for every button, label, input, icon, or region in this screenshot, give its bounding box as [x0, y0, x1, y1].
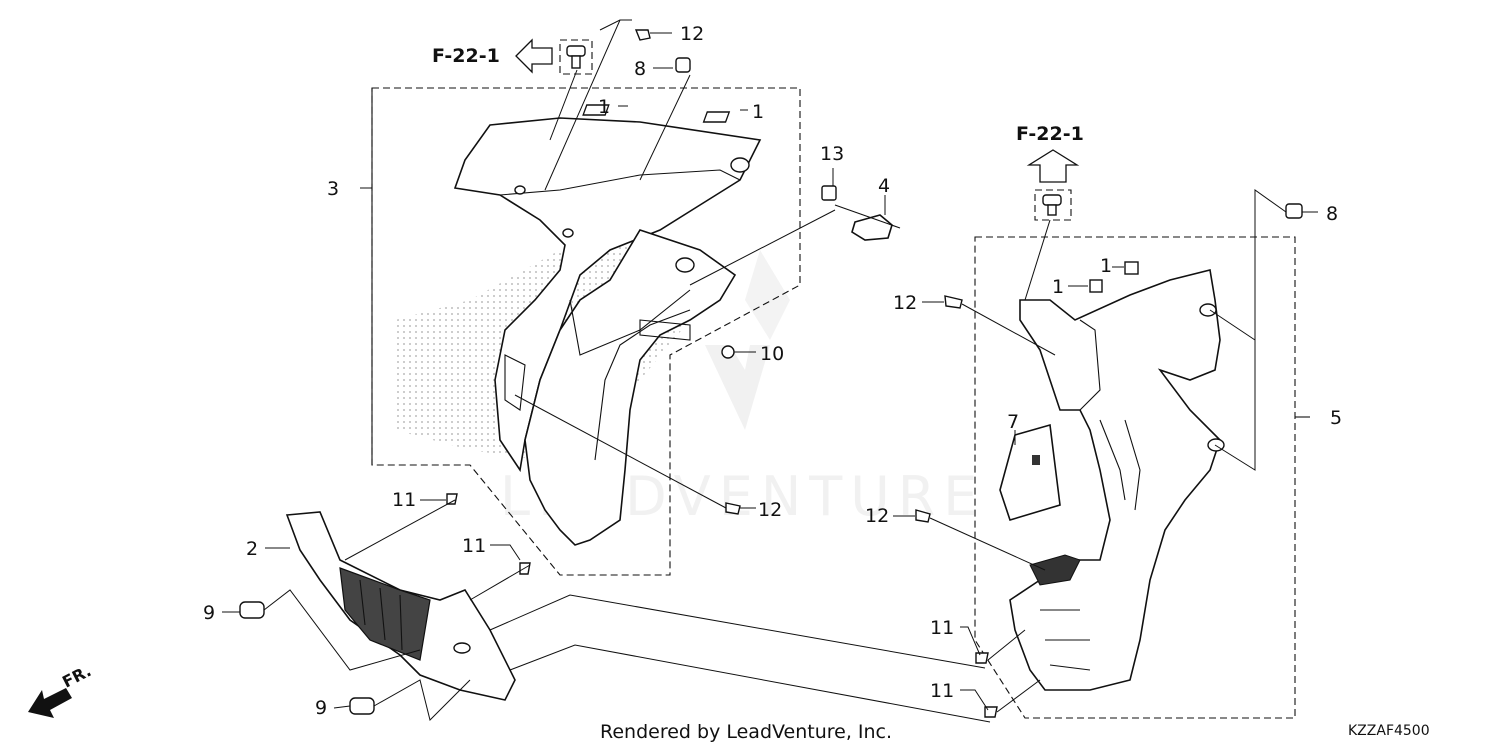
clip-11-a[interactable] — [446, 493, 458, 505]
label-1-right — [1089, 279, 1103, 293]
callout-7: 7 — [1007, 411, 1019, 433]
label-1-right-top — [1124, 261, 1139, 275]
arrow-up-icon — [1026, 149, 1080, 183]
callout-11-c: 11 — [930, 617, 954, 639]
bolt-9-top[interactable] — [239, 601, 265, 619]
bracket-3 — [360, 88, 373, 465]
callout-8-left: 8 — [634, 58, 646, 80]
callout-3: 3 — [327, 178, 339, 200]
callout-8-right: 8 — [1326, 203, 1338, 225]
diagram-code: KZZAF4500 — [1348, 723, 1430, 739]
callout-10: 10 — [760, 343, 784, 365]
ref-left[interactable]: F-22-1 — [432, 38, 553, 74]
screw-12-mid[interactable] — [725, 502, 741, 515]
ref-right[interactable]: F-22-1 — [1016, 123, 1084, 183]
lower-cover-front[interactable] — [285, 511, 516, 701]
clip-box-left — [559, 39, 593, 75]
callout-12-mid: 12 — [758, 499, 782, 521]
callout-11-b: 11 — [462, 535, 486, 557]
nut-10[interactable] — [721, 345, 735, 359]
callouts: 12 8 1 1 3 13 4 10 11 12 11 2 9 9 8 1 1 … — [203, 23, 1342, 719]
arrow-left-icon — [515, 38, 553, 74]
group-frame-left — [371, 87, 801, 576]
inner-cover-left[interactable] — [453, 104, 762, 546]
callout-2: 2 — [246, 538, 258, 560]
callout-1-c: 1 — [1100, 255, 1112, 277]
leader-lines — [222, 19, 1318, 723]
callout-11-d: 11 — [930, 680, 954, 702]
clip-11-b[interactable] — [519, 562, 531, 575]
callout-5: 5 — [1330, 407, 1342, 429]
callout-9-top: 9 — [203, 602, 215, 624]
bolt-9-bottom[interactable] — [349, 697, 375, 715]
clip-box-right — [1034, 189, 1072, 221]
screw-13[interactable] — [821, 185, 837, 201]
callout-13: 13 — [820, 143, 844, 165]
bolt-8-right[interactable] — [1285, 203, 1303, 219]
callout-1-d: 1 — [1052, 276, 1064, 298]
callout-11-a: 11 — [392, 489, 416, 511]
ref-left-label: F-22-1 — [432, 45, 500, 67]
callout-1-b: 1 — [752, 101, 764, 123]
arrow-front-icon — [28, 688, 72, 718]
screw-12-top[interactable] — [634, 29, 651, 41]
ref-right-label: F-22-1 — [1016, 123, 1084, 145]
callout-1-a: 1 — [598, 96, 610, 118]
footer-credit: Rendered by LeadVenture, Inc. — [600, 721, 892, 743]
label-7[interactable] — [999, 423, 1061, 521]
clip-4[interactable] — [834, 204, 901, 241]
callout-9-bottom: 9 — [315, 697, 327, 719]
inner-cover-right[interactable] — [1009, 269, 1225, 691]
front-label: FR. — [59, 661, 94, 691]
screw-12-right-top[interactable] — [944, 295, 963, 309]
screw-12-right-mid[interactable] — [915, 509, 931, 523]
bolt-8-left[interactable] — [675, 57, 691, 73]
callout-12-top: 12 — [680, 23, 704, 45]
group-frame-right — [974, 236, 1296, 719]
front-direction: FR. — [28, 661, 94, 718]
callout-12-right-mid: 12 — [865, 505, 889, 527]
clip-11-c[interactable] — [975, 652, 989, 664]
callout-4: 4 — [878, 175, 890, 197]
callout-12-right-top: 12 — [893, 292, 917, 314]
